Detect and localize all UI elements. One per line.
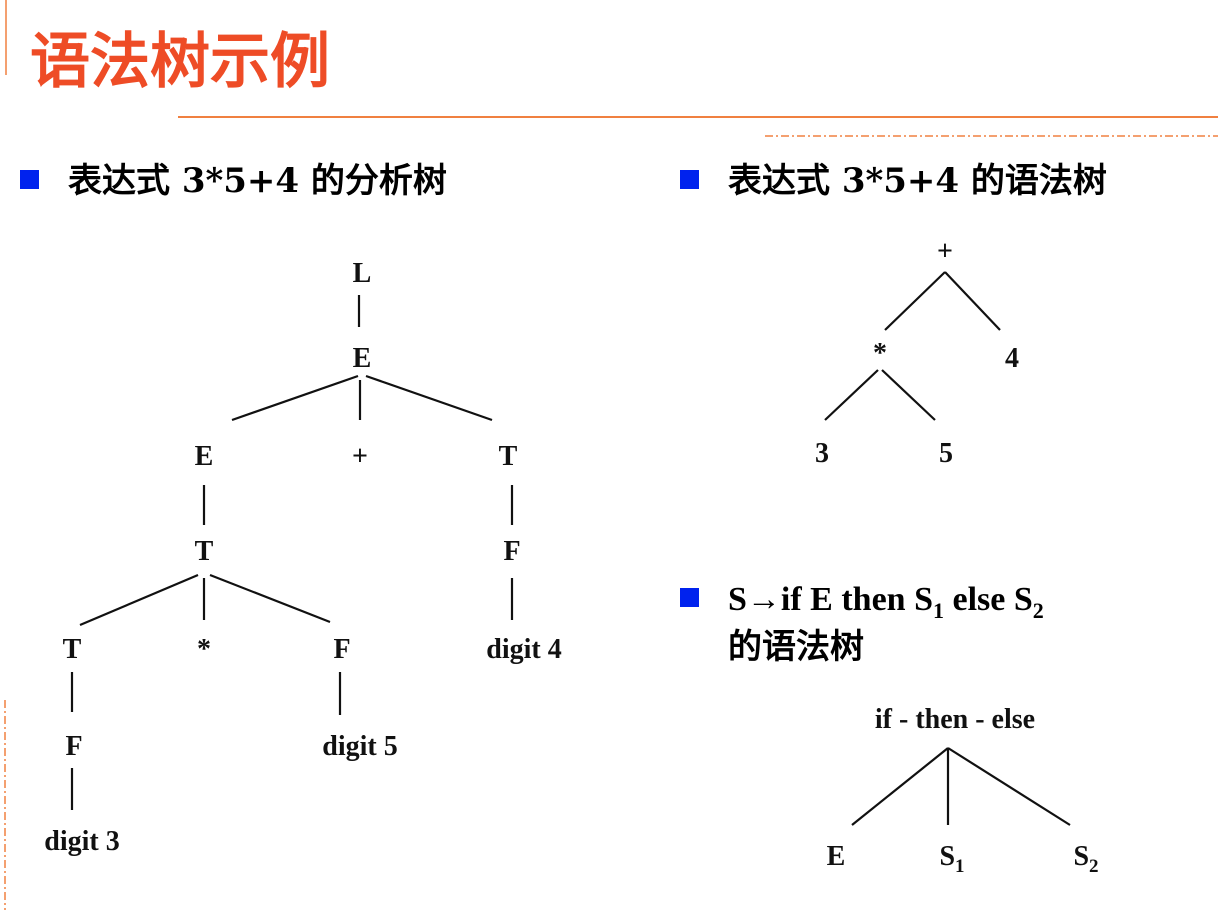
node-S2: S2 [1073, 841, 1098, 877]
node-T-right: T [499, 441, 518, 472]
node-plus: + [937, 236, 953, 267]
node-4: 4 [1005, 343, 1019, 374]
node-F-mid: F [333, 634, 350, 665]
parse-tree-nodes: L E E + T T F T * F digit 4 F digit 5 di… [44, 258, 561, 857]
parse-tree-edges [70, 295, 514, 810]
node-digit5: digit 5 [322, 731, 397, 762]
node-plus: + [352, 441, 368, 472]
node-L: L [353, 258, 372, 289]
node-digit3: digit 3 [44, 826, 119, 857]
heading-if-rule-line2: 的语法树 [728, 627, 864, 667]
bullet-icon [680, 588, 699, 607]
syntax-tree-nodes: + * 4 3 5 [815, 236, 1019, 469]
bullet-icon [680, 170, 699, 189]
node-S1: S1 [939, 841, 964, 877]
syntax-tree-edges [824, 271, 1001, 421]
node-E-left: E [195, 441, 214, 472]
node-T-low: T [63, 634, 82, 665]
node-T-mid: T [195, 536, 214, 567]
page-title: 语法树示例 [30, 27, 330, 97]
node-star: * [873, 338, 887, 369]
node-F-low: F [65, 731, 82, 762]
node-3: 3 [815, 438, 829, 469]
node-5: 5 [939, 438, 953, 469]
heading-if-rule: S→if E then S1 else S2 [728, 581, 1044, 623]
bullet-icon [20, 170, 39, 189]
node-F-right: F [503, 536, 520, 567]
node-digit4: digit 4 [486, 634, 561, 665]
node-star: * [197, 634, 211, 665]
heading-parse-tree: 表达式 3*5+4 的分析树 [68, 161, 447, 201]
if-tree-edges [851, 747, 1071, 826]
node-E-root: E [353, 343, 372, 374]
node-E: E [827, 841, 846, 872]
node-if-then-else: if - then - else [875, 704, 1035, 735]
heading-syntax-tree: 表达式 3*5+4 的语法树 [728, 161, 1107, 201]
